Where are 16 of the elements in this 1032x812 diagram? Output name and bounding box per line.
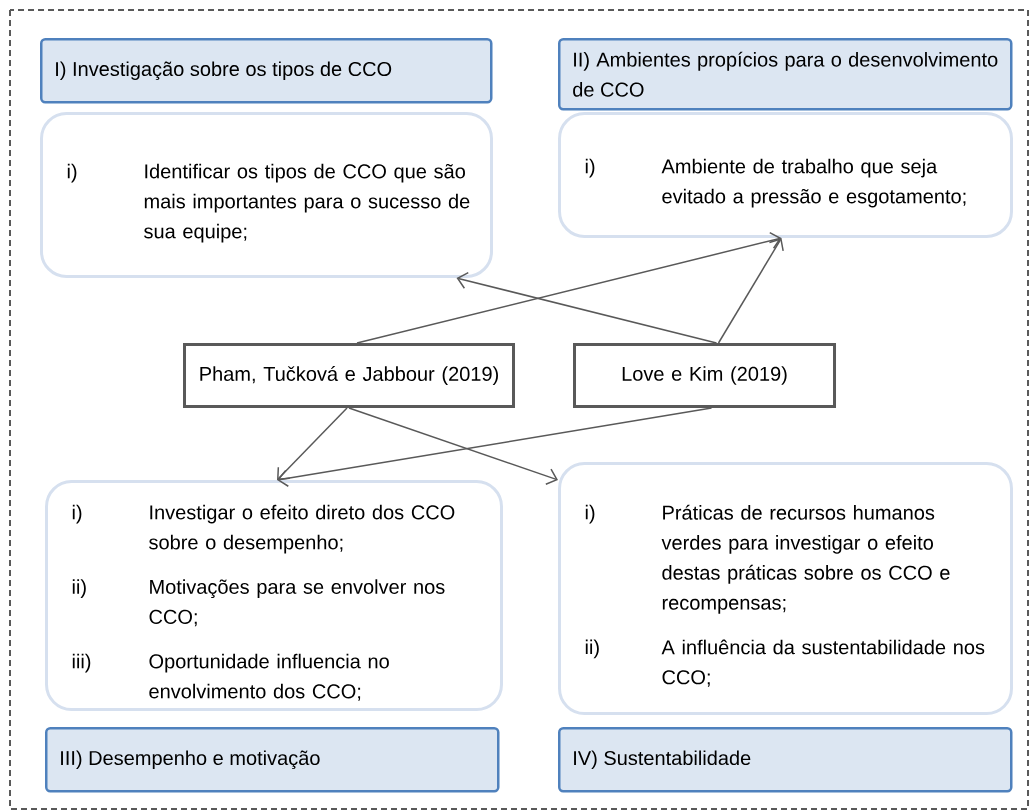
- author-box: Pham, Tučková e Jabbour (2019): [183, 343, 515, 408]
- list-box: i) Identificar os tipos de CCO que são mais importantes para o sucesso de sua equipe;: [40, 112, 493, 278]
- author-box: Love e Kim (2019): [573, 343, 836, 408]
- heading-box: IV) Sustentabilidade: [558, 727, 1013, 793]
- list-box: i) Práticas de recursos humanos verdes para investigar o efeito destas práticas sobre os CCO e recompensas; ii) A influência da sustentabilidade nos CCO;: [558, 462, 1013, 715]
- list-box: i) Ambiente de trabalho que seja evitado a pressão e esgotamento;: [558, 112, 1013, 238]
- arrow: [277, 407, 348, 480]
- arrow: [717, 238, 784, 344]
- arrow: [348, 407, 558, 485]
- arrow: [277, 407, 713, 487]
- list-box: i) Investigar o efeito direto dos CCO sobre o desempenho; ii) Motivações para se envolver nos CCO; iii) Oportunidade influencia no envolvimento dos CCO;: [45, 480, 503, 711]
- heading-box: II) Ambientes propícios para o desenvolvimento de CCO: [558, 38, 1013, 111]
- heading-box: I) Investigação sobre os tipos de CCO: [40, 38, 493, 104]
- arrow: [456, 271, 718, 344]
- heading-box: III) Desempenho e motivação: [45, 727, 500, 793]
- arrow: [356, 231, 782, 344]
